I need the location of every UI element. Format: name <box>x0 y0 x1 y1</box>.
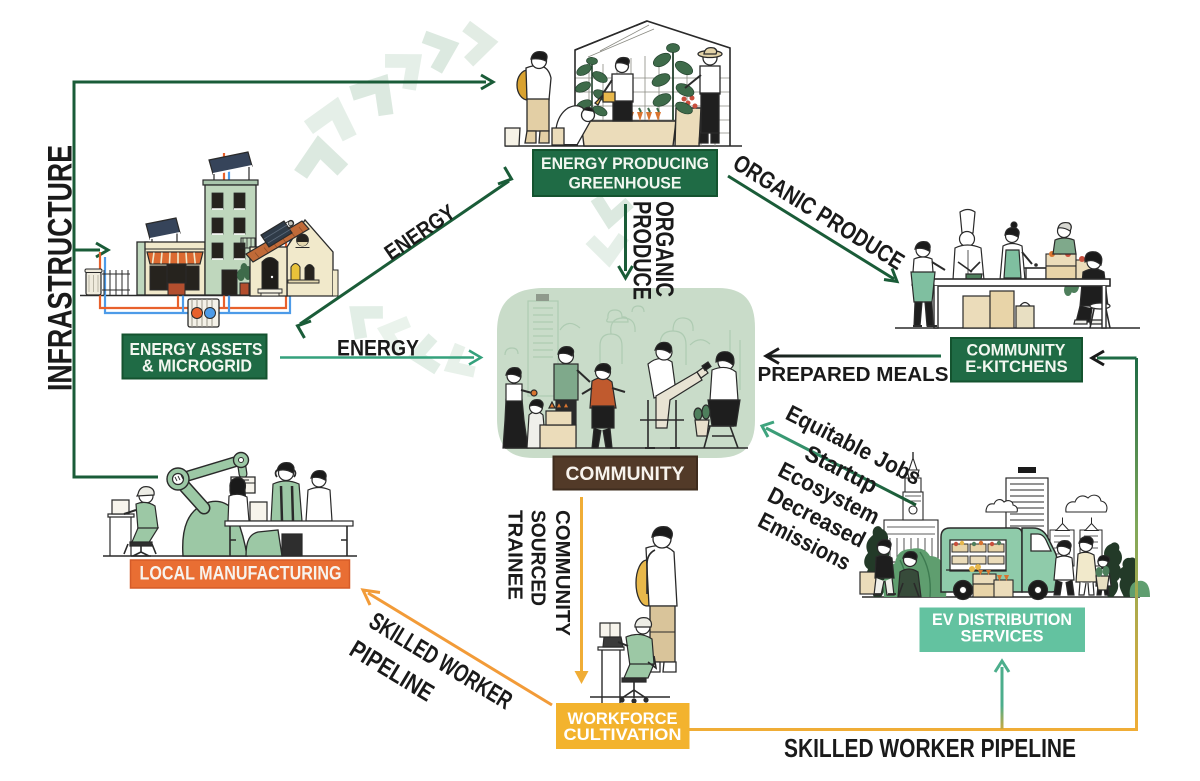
svg-text:PREPARED MEALS: PREPARED MEALS <box>758 363 949 386</box>
svg-text:ENERGY PRODUCING: ENERGY PRODUCING <box>541 154 709 173</box>
svg-text:LOCAL MANUFACTURING: LOCAL MANUFACTURING <box>140 564 342 585</box>
svg-text:ORGANIC: ORGANIC <box>650 201 678 297</box>
svg-text:E-KITCHENS: E-KITCHENS <box>965 358 1068 376</box>
svg-text:EV DISTRIBUTION: EV DISTRIBUTION <box>932 611 1072 629</box>
svg-text:WORKFORCE: WORKFORCE <box>568 709 678 728</box>
svg-text:ENERGY ASSETS: ENERGY ASSETS <box>130 339 263 359</box>
svg-text:TRAINEE: TRAINEE <box>504 510 526 600</box>
svg-text:GREENHOUSE: GREENHOUSE <box>569 174 682 193</box>
svg-text:ENERGY: ENERGY <box>337 336 419 361</box>
svg-text:SERVICES: SERVICES <box>961 628 1044 646</box>
svg-text:& MICROGRID: & MICROGRID <box>142 356 252 376</box>
svg-text:COMMUNITY: COMMUNITY <box>967 342 1066 360</box>
svg-text:COMMUNITY: COMMUNITY <box>551 510 573 637</box>
svg-text:SOURCED: SOURCED <box>527 510 549 606</box>
svg-text:PRODUCE: PRODUCE <box>628 201 656 300</box>
svg-text:INFRASTRUCTURE: INFRASTRUCTURE <box>42 145 80 391</box>
svg-text:CULTIVATION: CULTIVATION <box>564 725 682 744</box>
svg-text:COMMUNITY: COMMUNITY <box>566 464 685 485</box>
svg-text:SKILLED WORKER PIPELINE: SKILLED WORKER PIPELINE <box>784 733 1076 763</box>
